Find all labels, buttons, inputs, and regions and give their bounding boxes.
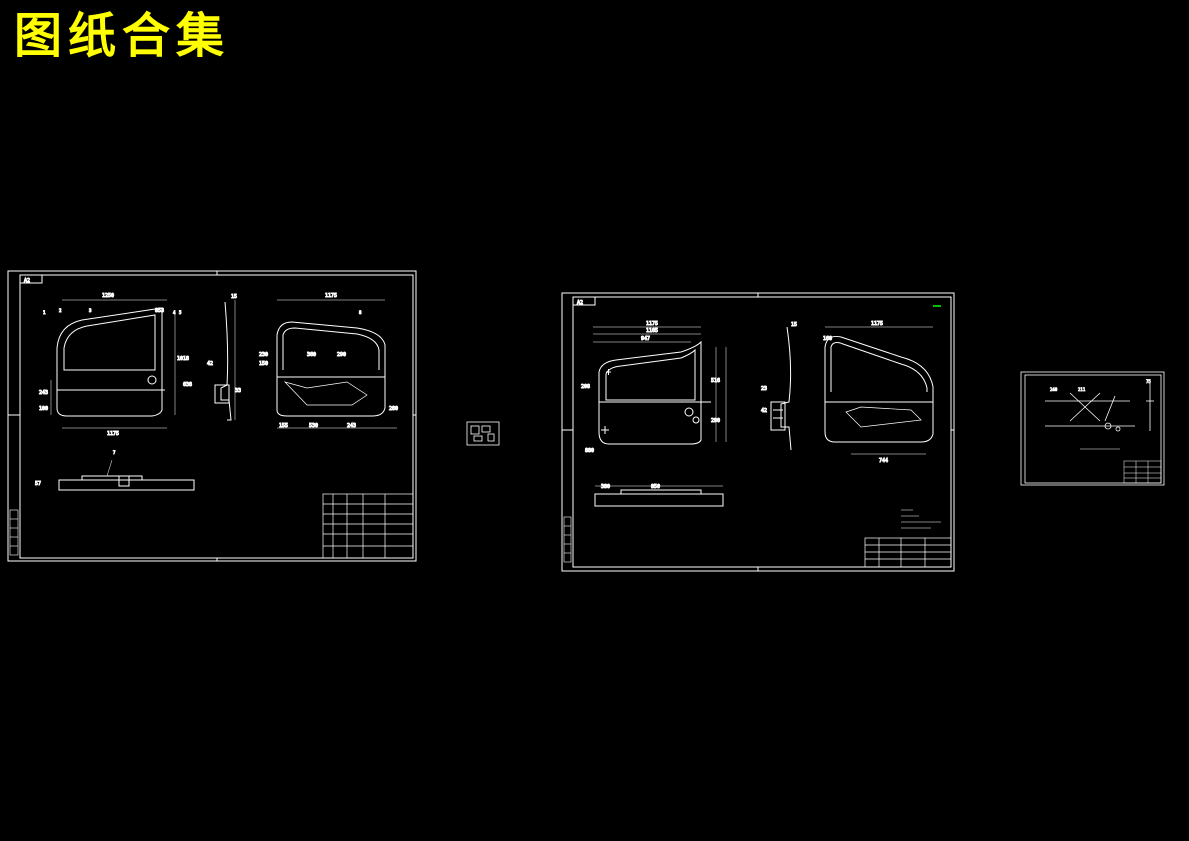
notes	[901, 509, 941, 529]
svg-text:850: 850	[651, 484, 660, 490]
svg-text:240: 240	[1050, 387, 1058, 392]
svg-text:100: 100	[39, 406, 48, 412]
svg-text:947: 947	[641, 336, 650, 342]
svg-text:530: 530	[309, 423, 318, 429]
svg-text:33: 33	[235, 388, 241, 394]
strip-view	[594, 485, 724, 507]
svg-text:160: 160	[823, 336, 832, 342]
svg-text:150: 150	[259, 361, 268, 367]
svg-text:360: 360	[307, 352, 316, 358]
svg-text:211: 211	[1078, 387, 1086, 392]
title-block	[864, 537, 952, 568]
svg-text:23: 23	[761, 386, 767, 392]
drawing-sheet-1[interactable]: A2 1250 853 1018 638 243 100 1175 1 2 3 …	[7, 270, 417, 562]
thumbnail-sheet[interactable]	[466, 421, 500, 446]
front-view	[50, 299, 176, 429]
svg-text:15: 15	[791, 322, 797, 328]
title-block	[322, 493, 414, 559]
rear-view	[276, 299, 397, 429]
svg-text:1175: 1175	[107, 431, 119, 437]
balloons: 1 2 3 4 5 7 8	[43, 308, 363, 456]
title-block	[1123, 460, 1162, 484]
linkage-view	[1045, 383, 1154, 450]
svg-text:1175: 1175	[646, 321, 658, 327]
svg-text:1018: 1018	[177, 356, 189, 362]
svg-text:243: 243	[347, 423, 356, 429]
svg-text:A2: A2	[577, 300, 583, 306]
svg-text:380: 380	[601, 484, 610, 490]
svg-text:290: 290	[337, 352, 346, 358]
svg-text:1175: 1175	[871, 321, 883, 327]
corner-tag: A2	[24, 278, 30, 284]
side-view	[214, 300, 236, 421]
svg-text:230: 230	[259, 352, 268, 358]
svg-text:1250: 1250	[102, 293, 114, 299]
svg-text:42: 42	[207, 361, 213, 367]
svg-text:15: 15	[231, 294, 237, 300]
svg-text:243: 243	[39, 390, 48, 396]
svg-text:2: 2	[59, 308, 62, 313]
svg-text:5: 5	[179, 310, 182, 315]
page-title: 图纸合集	[14, 8, 231, 64]
svg-text:744: 744	[879, 458, 888, 464]
svg-text:3: 3	[89, 308, 92, 313]
svg-text:290: 290	[711, 418, 720, 424]
svg-text:280: 280	[389, 406, 398, 412]
svg-text:1165: 1165	[646, 328, 658, 334]
side-view	[770, 326, 792, 451]
svg-text:880: 880	[585, 448, 594, 454]
svg-text:57: 57	[35, 481, 41, 487]
svg-text:208: 208	[581, 384, 590, 390]
svg-text:638: 638	[183, 382, 192, 388]
svg-text:75: 75	[1146, 379, 1151, 384]
svg-text:853: 853	[155, 308, 164, 314]
strip-view	[58, 459, 195, 491]
front-view	[593, 326, 727, 445]
drawing-sheet-2[interactable]: A2 1175 1165 947 208 880 516 290 15 23 4…	[561, 292, 955, 572]
drawing-sheet-3[interactable]: 240 211 75	[1020, 371, 1165, 486]
svg-text:7: 7	[113, 450, 116, 455]
svg-text:8: 8	[359, 310, 362, 315]
svg-text:1175: 1175	[325, 293, 337, 299]
svg-text:516: 516	[711, 378, 720, 384]
svg-text:1: 1	[43, 310, 46, 315]
rear-view	[824, 326, 934, 455]
svg-text:42: 42	[761, 408, 767, 414]
svg-text:155: 155	[279, 423, 288, 429]
svg-text:4: 4	[173, 310, 176, 315]
